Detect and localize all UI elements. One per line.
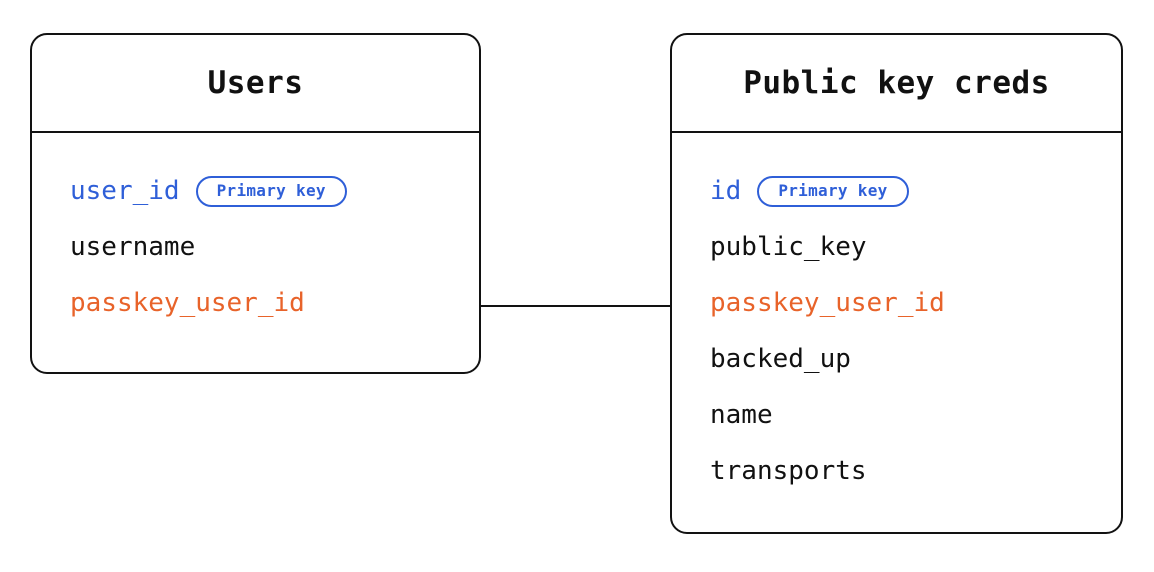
entity-users-field-list: user_id Primary key username passkey_use… <box>32 133 479 331</box>
field-name-user-id: user_id <box>70 176 180 206</box>
entity-public-key-creds-title: Public key creds <box>743 64 1050 101</box>
field-row[interactable]: passkey_user_id <box>710 275 1121 331</box>
field-name-passkey-user-id: passkey_user_id <box>710 288 945 318</box>
entity-public-key-creds-field-list: id Primary key public_key passkey_user_i… <box>672 133 1121 499</box>
primary-key-badge: Primary key <box>195 175 347 207</box>
field-name-transports: transports <box>710 456 867 486</box>
field-row[interactable]: transports <box>710 443 1121 499</box>
field-name-passkey-user-id: passkey_user_id <box>70 288 305 318</box>
field-row[interactable]: id Primary key <box>710 163 1121 219</box>
field-row[interactable]: passkey_user_id <box>70 275 479 331</box>
field-row[interactable]: backed_up <box>710 331 1121 387</box>
field-name-public-key: public_key <box>710 232 867 262</box>
field-name-username: username <box>70 232 196 262</box>
primary-key-badge: Primary key <box>757 175 909 207</box>
entity-public-key-creds-header: Public key creds <box>672 35 1121 131</box>
entity-users[interactable]: Users user_id Primary key username passk… <box>30 33 481 374</box>
field-row[interactable]: username <box>70 219 479 275</box>
entity-users-title: Users <box>207 64 304 101</box>
relationship-connector-users-to-public-key-creds <box>481 305 672 307</box>
field-row[interactable]: name <box>710 387 1121 443</box>
field-row[interactable]: public_key <box>710 219 1121 275</box>
primary-key-badge-label: Primary key <box>216 181 326 200</box>
field-name-backed-up: backed_up <box>710 344 851 374</box>
entity-users-divider <box>32 131 479 133</box>
entity-public-key-creds[interactable]: Public key creds id Primary key public_k… <box>670 33 1123 534</box>
entity-public-key-creds-divider <box>672 131 1121 133</box>
field-name-id: id <box>710 176 742 206</box>
field-row[interactable]: user_id Primary key <box>70 163 479 219</box>
field-name-name: name <box>710 400 773 430</box>
entity-users-header: Users <box>32 35 479 131</box>
primary-key-badge-label: Primary key <box>778 181 888 200</box>
